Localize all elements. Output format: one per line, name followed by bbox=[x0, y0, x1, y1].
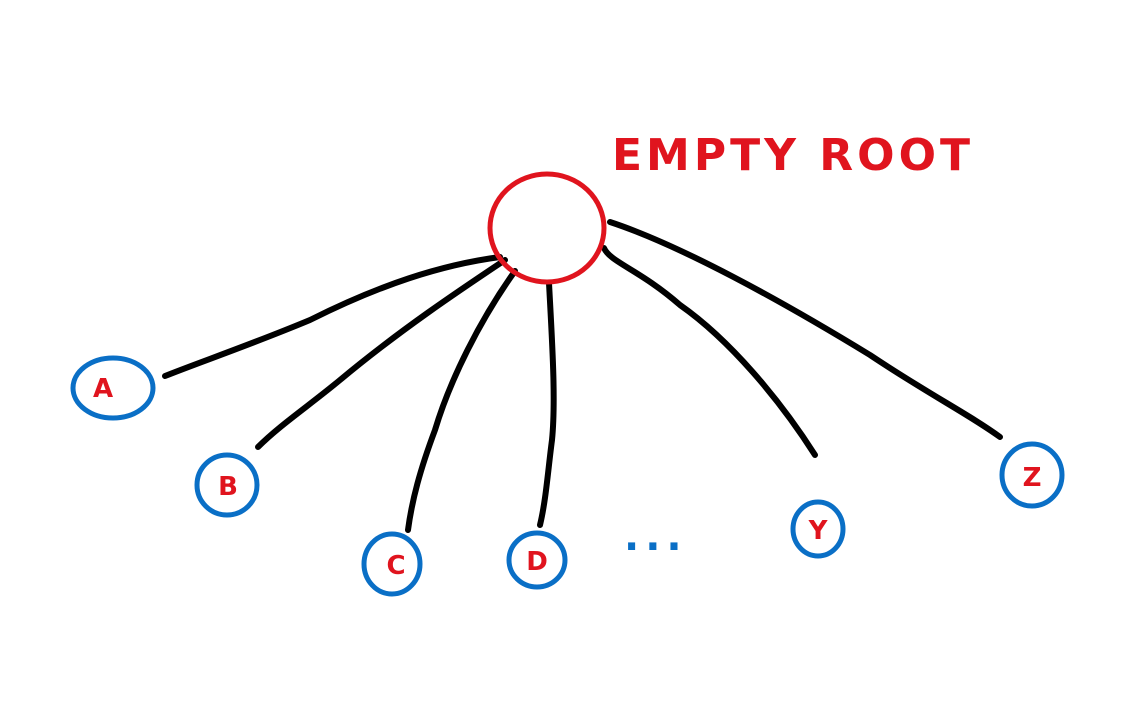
node-circle-z bbox=[999, 441, 1065, 509]
edge-root-z bbox=[607, 219, 1003, 440]
ellipsis: ... bbox=[624, 514, 688, 560]
edge-root-c bbox=[405, 268, 518, 533]
root-circle bbox=[487, 171, 607, 285]
node-label-c: C bbox=[386, 551, 405, 581]
child-node-c: C bbox=[361, 531, 423, 597]
node-circle-d bbox=[506, 530, 568, 590]
edge-root-b bbox=[255, 257, 508, 450]
child-node-z: Z bbox=[999, 441, 1065, 509]
node-circle-b bbox=[194, 452, 260, 518]
edges bbox=[162, 219, 1003, 533]
child-node-d: D bbox=[506, 530, 568, 590]
child-node-a: A bbox=[70, 355, 156, 421]
child-node-b: B bbox=[194, 452, 260, 518]
root-label: EMPTY ROOT bbox=[612, 130, 974, 181]
edge-root-a bbox=[162, 254, 503, 379]
root-node: EMPTY ROOT bbox=[487, 130, 974, 285]
node-label-b: B bbox=[218, 472, 238, 502]
edge-root-y bbox=[601, 245, 818, 458]
node-circle-y bbox=[790, 499, 846, 559]
node-circle-a bbox=[70, 355, 156, 421]
node-label-z: Z bbox=[1023, 463, 1042, 493]
node-label-a: A bbox=[93, 374, 113, 404]
node-label-y: Y bbox=[808, 516, 829, 546]
node-label-d: D bbox=[526, 547, 548, 577]
edge-root-d bbox=[537, 280, 557, 528]
node-circle-c bbox=[361, 531, 423, 597]
child-node-y: Y bbox=[790, 499, 846, 559]
